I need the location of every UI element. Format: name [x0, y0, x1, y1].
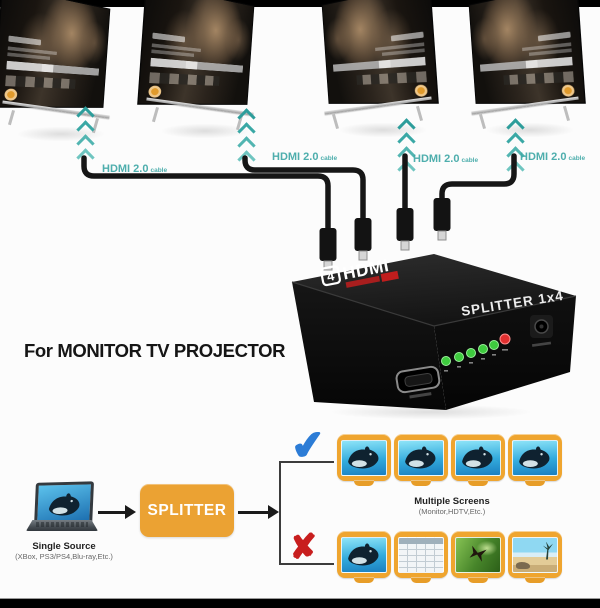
flow-arrow-icon: [98, 505, 136, 519]
monitor-icon-same-2: [394, 434, 448, 488]
multiple-screens-title: Multiple Screens: [377, 496, 527, 507]
headline: For MONITOR TV PROJECTOR: [24, 340, 285, 362]
splitter-node-label: SPLITTER: [148, 502, 227, 520]
splitter-node: SPLITTER: [140, 484, 234, 537]
monitor-icon-diff-butterfly: [451, 531, 505, 585]
cable-2: [245, 158, 363, 220]
letterbox-bottom: [0, 598, 600, 608]
hdmi-splitter-device: 4 HDMI SPLITTER 1x4: [274, 240, 586, 424]
laptop-screen: [34, 481, 94, 527]
source-subtitle: (XBox, PS3/PS4,Blu-ray,Etc.): [6, 552, 122, 561]
monitor-icon-same-4: [508, 434, 562, 488]
monitor-icon-diff-whale: [337, 531, 391, 585]
monitor-icon-diff-beach: [508, 531, 562, 585]
laptop-source: [26, 480, 102, 540]
monitor-icon-same-3: [451, 434, 505, 488]
source-title: Single Source: [24, 541, 104, 552]
monitor-icon-diff-spreadsheet: [394, 531, 448, 585]
branch-line-vertical: [279, 461, 281, 565]
check-icon: ✔: [289, 424, 327, 467]
flow-arrow-icon: [238, 505, 280, 519]
monitor-icon-same-1: [337, 434, 391, 488]
cable-4: [442, 156, 514, 200]
multiple-screens-subtitle: (Monitor,HDTV,Etc.): [377, 507, 527, 516]
cross-icon: ✘: [288, 529, 318, 564]
